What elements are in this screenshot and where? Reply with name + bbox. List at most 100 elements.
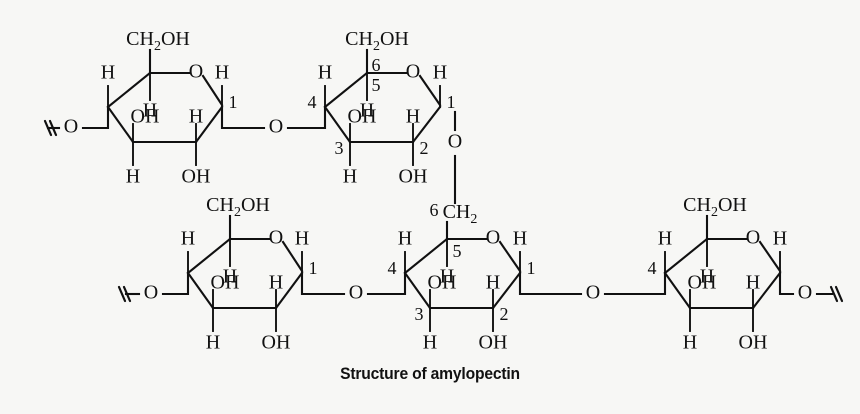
bond-c4-o-terminus <box>161 271 190 296</box>
bridge-oxygen-bottom-left: O <box>349 282 363 304</box>
chain-continuation-squiggle-right <box>829 285 844 303</box>
h-label-c5: H <box>223 266 237 288</box>
h-label-c2: H <box>406 106 420 128</box>
carbon-number-c6: 6 <box>372 55 381 75</box>
ch2-label-branch-point: CH2 <box>443 201 478 227</box>
glucose-residue-bottom-middle-branch-point: CH2 6 O 5 H H 4 H 1 OH 3 H H 2 OH <box>388 200 536 353</box>
glucose-residue-bottom-right: CH2OH O H H 4 H OH H H OH O <box>648 194 844 354</box>
carbon-number-c2: 2 <box>500 304 509 324</box>
glycosidic-linkage-alpha-1-6-branch: O <box>448 110 462 205</box>
oh-label-c3: OH <box>131 106 160 128</box>
ring-bond-c4-c5 <box>403 237 449 275</box>
h-label-c5: H <box>143 100 157 122</box>
h-label-c1: H <box>433 62 447 84</box>
h-label-c2: H <box>269 272 283 294</box>
bond-c1-to-bridge-o <box>518 271 583 296</box>
bond-c1-to-bridge-o <box>220 105 266 130</box>
h-label-c1: H <box>513 228 527 250</box>
ring-bond-c3-c4 <box>106 105 135 144</box>
h-label-c3: H <box>423 332 437 354</box>
h-label-c1: H <box>295 228 309 250</box>
bridge-oxygen-top: O <box>269 116 283 138</box>
h-label-c4: H <box>318 62 332 84</box>
h-label-c4: H <box>398 228 412 250</box>
h-label-c5: H <box>440 266 454 288</box>
carbon-number-c1: 1 <box>527 258 536 278</box>
ring-bond-c1-c2 <box>194 105 224 144</box>
bond-bridge-o-to-c4 <box>603 271 667 296</box>
ring-oxygen-label: O <box>269 227 283 249</box>
glucose-residue-top-left: CH2OH O H H H 1 OH H H OH O <box>43 28 238 188</box>
ch2oh-label-top-right: CH2OH <box>345 28 409 54</box>
terminus-oxygen-left-bottom: O <box>144 282 158 304</box>
ring-bond-c4-c5 <box>323 71 369 109</box>
carbon-number-c5: 5 <box>453 241 462 261</box>
ring-bond-c1-c2 <box>491 271 522 310</box>
ring-oxygen-label: O <box>189 61 203 83</box>
carbon-number-c2: 2 <box>420 138 429 158</box>
h-label-c1: H <box>215 62 229 84</box>
bond-c1-to-bridge-o <box>300 271 346 296</box>
bond-bridge-o-to-c4 <box>366 271 407 296</box>
carbon-number-c1: 1 <box>229 92 238 112</box>
h-label-c5: H <box>700 266 714 288</box>
ch2oh-label-bottom-right: CH2OH <box>683 194 747 220</box>
h-label-c1: H <box>773 228 787 250</box>
glycosidic-linkage-alpha-1-4-bottom-right: O <box>518 271 667 304</box>
h-label-c3: H <box>683 332 697 354</box>
oh-label-c2: OH <box>399 166 428 188</box>
bond-c1-o-terminus <box>778 271 795 296</box>
carbon-number-c1: 1 <box>447 92 456 112</box>
h-label-c4: H <box>101 62 115 84</box>
carbon-number-c5: 5 <box>372 75 381 95</box>
ch2oh-label-bottom-left: CH2OH <box>206 194 270 220</box>
ch2oh-label-top-left: CH2OH <box>126 28 190 54</box>
carbon-number-c3: 3 <box>335 138 344 158</box>
oh-label-c3: OH <box>688 272 717 294</box>
oh-label-c3: OH <box>211 272 240 294</box>
oh-label-c2: OH <box>739 332 768 354</box>
carbon-number-c1: 1 <box>309 258 318 278</box>
figure-caption: Structure of amylopectin <box>340 364 520 383</box>
carbon-number-c4: 4 <box>648 258 657 278</box>
bridge-oxygen-bottom-right: O <box>586 282 600 304</box>
carbon-number-c4: 4 <box>308 92 317 112</box>
h-label-c3: H <box>206 332 220 354</box>
oh-label-c2: OH <box>262 332 291 354</box>
ring-bond-o-c1 <box>498 240 522 273</box>
ring-bond-c3-c4 <box>323 105 352 144</box>
carbon-number-c6: 6 <box>430 200 439 220</box>
ring-bond-c4-c5 <box>186 237 232 275</box>
ring-oxygen-label: O <box>746 227 760 249</box>
carbon-number-c4: 4 <box>388 258 397 278</box>
ring-bond-o-c1 <box>201 74 224 107</box>
h-label-c4: H <box>181 228 195 250</box>
ring-bond-c3-c4 <box>403 271 432 310</box>
h-label-c5: H <box>360 100 374 122</box>
ring-bond-o-c1 <box>281 240 304 273</box>
h-label-c3: H <box>126 166 140 188</box>
ring-bond-c4-c5 <box>663 237 709 275</box>
h-label-c3: H <box>343 166 357 188</box>
chain-continuation-squiggle-left-top <box>43 119 58 137</box>
glycosidic-linkage-alpha-1-4-top: O <box>220 105 327 138</box>
ring-bond-c1-c2 <box>411 105 442 144</box>
ring-bond-c3-c4 <box>663 271 692 310</box>
branch-bridge-oxygen: O <box>448 131 462 153</box>
ring-oxygen-label: O <box>406 61 420 83</box>
bond-bridge-o-to-c4 <box>286 105 327 130</box>
oh-label-c3: OH <box>348 106 377 128</box>
ring-bond-o-c1 <box>758 240 782 273</box>
ring-bond-o-c1 <box>418 74 442 107</box>
h-label-c2: H <box>189 106 203 128</box>
ring-bond-c4-c5 <box>106 71 152 109</box>
bond-c4-o-terminus <box>81 105 110 130</box>
oh-label-c2: OH <box>182 166 211 188</box>
ring-bond-c1-c2 <box>274 271 304 310</box>
glucose-residue-top-right: CH2OH 6 O 5 H H 4 H 1 OH 3 H H 2 OH <box>308 28 456 188</box>
glycosidic-linkage-alpha-1-4-bottom-left: O <box>300 271 407 304</box>
glucose-residue-bottom-left: CH2OH O H H H 1 OH H H OH O <box>117 194 318 354</box>
terminus-oxygen-right: O <box>798 282 812 304</box>
